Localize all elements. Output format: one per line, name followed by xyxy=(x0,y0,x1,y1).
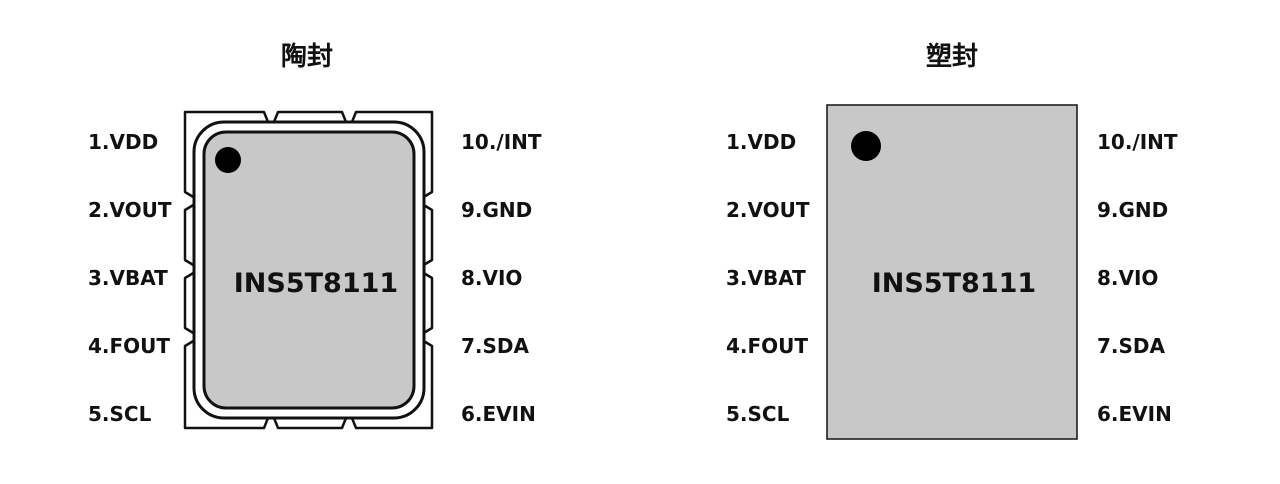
plastic-pin-5-label: 5.SCL xyxy=(726,402,790,426)
plastic-package-outline xyxy=(826,104,1078,440)
ceramic-pin-3-label: 3.VBAT xyxy=(88,266,168,290)
ceramic-pin-6-label: 6.EVIN xyxy=(461,402,536,426)
plastic-chip-name: INS5T8111 xyxy=(871,268,1037,299)
ceramic-pin-7-label: 7.SDA xyxy=(461,334,529,358)
ceramic-pin-8-label: 8.VIO xyxy=(461,266,523,290)
ceramic-pin-5-label: 5.SCL xyxy=(88,402,152,426)
plastic-pin-2-label: 2.VOUT xyxy=(726,198,810,222)
plastic-pin-3-label: 3.VBAT xyxy=(726,266,806,290)
ceramic-package-outline xyxy=(183,110,434,430)
plastic-pin-4-label: 4.FOUT xyxy=(726,334,809,358)
plastic-pin-6-label: 6.EVIN xyxy=(1097,402,1172,426)
plastic-pin-8-label: 8.VIO xyxy=(1097,266,1159,290)
plastic-package-title: 塑封 xyxy=(925,42,978,72)
ceramic-pin-2-label: 2.VOUT xyxy=(88,198,172,222)
plastic-pin-10-label: 10./INT xyxy=(1097,130,1178,154)
plastic-pin1-dot xyxy=(851,131,881,161)
ceramic-pin-1-label: 1.VDD xyxy=(88,130,159,154)
ceramic-pin-10-label: 10./INT xyxy=(461,130,542,154)
plastic-pin-7-label: 7.SDA xyxy=(1097,334,1165,358)
plastic-pin-9-label: 9.GND xyxy=(1097,198,1169,222)
ceramic-chip-name: INS5T8111 xyxy=(233,268,399,299)
ceramic-pin-9-label: 9.GND xyxy=(461,198,533,222)
ceramic-package-title: 陶封 xyxy=(280,42,333,72)
ceramic-pin1-dot xyxy=(215,147,241,173)
ceramic-pin-4-label: 4.FOUT xyxy=(88,334,171,358)
plastic-pin-1-label: 1.VDD xyxy=(726,130,797,154)
